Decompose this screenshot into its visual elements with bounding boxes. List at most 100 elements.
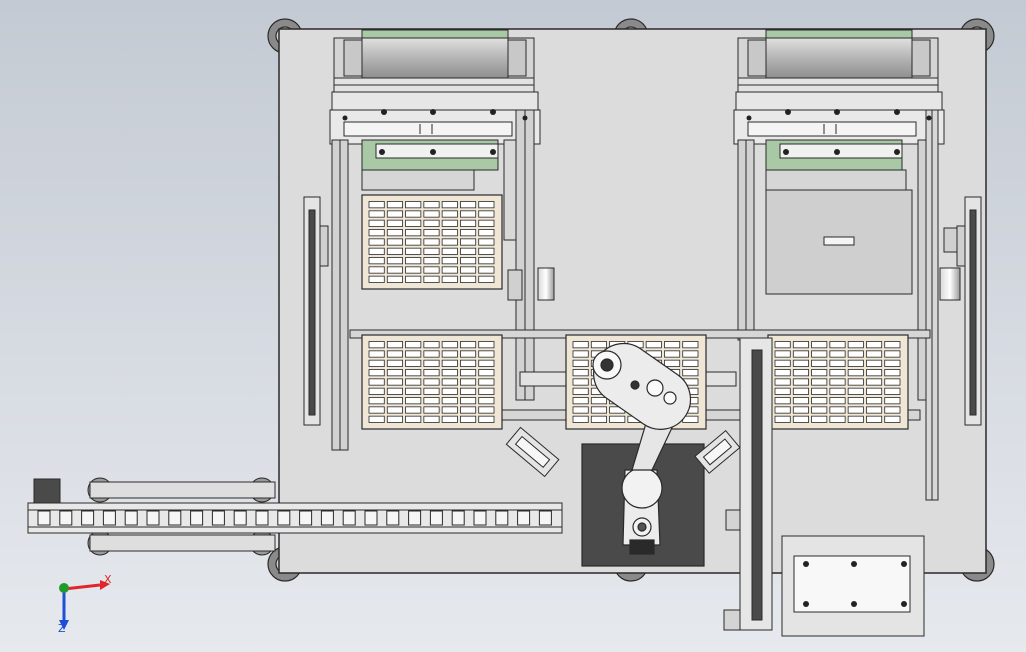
tray-cell [405, 210, 422, 218]
tray-cell [441, 201, 458, 209]
conveyor-slots [37, 510, 552, 526]
tray-cell [405, 415, 422, 423]
conveyor-slot [429, 510, 443, 526]
conveyor-slot [59, 510, 73, 526]
tray-cell [478, 397, 495, 405]
tray-cell [460, 275, 477, 283]
tray-cell [792, 406, 809, 414]
tray-cell [386, 275, 403, 283]
tray-cell [460, 257, 477, 265]
tray-cell [368, 387, 385, 395]
tray-cell [460, 210, 477, 218]
tray-cell [386, 369, 403, 377]
tray-cell [847, 415, 864, 423]
tray-cell [866, 397, 883, 405]
tray-cell [405, 275, 422, 283]
tray-cell [792, 341, 809, 349]
tray-cell [423, 219, 440, 227]
conveyor-slot [81, 510, 95, 526]
tray-cell [572, 406, 589, 414]
conveyor-slot [255, 510, 269, 526]
conveyor-slot [233, 510, 247, 526]
tray-cell [368, 397, 385, 405]
tray-cell [441, 247, 458, 255]
tray-cell [441, 406, 458, 414]
tray-cell [847, 359, 864, 367]
tray-cell [460, 359, 477, 367]
tray-cell [884, 350, 901, 358]
tray-cell [423, 247, 440, 255]
tray-cell [847, 341, 864, 349]
tray-cell [774, 415, 791, 423]
tray-1 [361, 194, 503, 290]
tray-cell [423, 387, 440, 395]
tray-cell [572, 397, 589, 405]
infeed-conveyor [27, 477, 563, 556]
tray-cell [884, 369, 901, 377]
tray-cell [368, 415, 385, 423]
tray-cell [386, 257, 403, 265]
tray-cell [774, 359, 791, 367]
tray-cell [405, 238, 422, 246]
tray-cell [368, 378, 385, 386]
tray-cell [368, 210, 385, 218]
tray-cell [405, 219, 422, 227]
conveyor-slot [495, 510, 509, 526]
tray-cell [866, 369, 883, 377]
conveyor-slot [320, 510, 334, 526]
triad-z-label: Z [58, 622, 66, 635]
tray-cell [368, 359, 385, 367]
tray-cell [866, 350, 883, 358]
tray-cell [478, 275, 495, 283]
tray-cell [460, 387, 477, 395]
tray-cell [460, 238, 477, 246]
tray-cell [664, 341, 681, 349]
tray-cell [847, 397, 864, 405]
tray-cell [478, 369, 495, 377]
tray-cell [405, 247, 422, 255]
tray-cell [792, 350, 809, 358]
tray-cell [811, 369, 828, 377]
tray-cell [368, 369, 385, 377]
tray-cell [368, 219, 385, 227]
conveyor-slot [146, 510, 160, 526]
tray-cell [884, 359, 901, 367]
tray-cell [478, 229, 495, 237]
tray-cell [441, 229, 458, 237]
tray-cell [572, 341, 589, 349]
tray-cell [829, 387, 846, 395]
conveyor-slot [517, 510, 531, 526]
tray-cell [386, 210, 403, 218]
tray-cell [441, 378, 458, 386]
conveyor-slot [408, 510, 422, 526]
tray-cell [829, 406, 846, 414]
tray-cell [682, 359, 699, 367]
conveyor-slot [190, 510, 204, 526]
tray-cell [811, 406, 828, 414]
orientation-triad[interactable]: X Z [58, 573, 112, 635]
tray-cell [386, 406, 403, 414]
tray-cell [368, 406, 385, 414]
tray-cell [460, 341, 477, 349]
tray-cell [386, 247, 403, 255]
tray-cell [441, 397, 458, 405]
tray-cell [386, 415, 403, 423]
tray-cell [405, 201, 422, 209]
tray-cell [884, 387, 901, 395]
tray-cell [884, 415, 901, 423]
tray-cell [441, 275, 458, 283]
tray-cell [478, 210, 495, 218]
tray-cell [645, 341, 662, 349]
tray-cell [866, 387, 883, 395]
tray-cell [590, 415, 607, 423]
tray-cell [478, 378, 495, 386]
tray-cell [609, 415, 626, 423]
tray-cell [811, 397, 828, 405]
conveyor-slot [211, 510, 225, 526]
tray-cell [405, 341, 422, 349]
tray-cell [423, 238, 440, 246]
tray-cell [478, 387, 495, 395]
tray-cell [386, 219, 403, 227]
